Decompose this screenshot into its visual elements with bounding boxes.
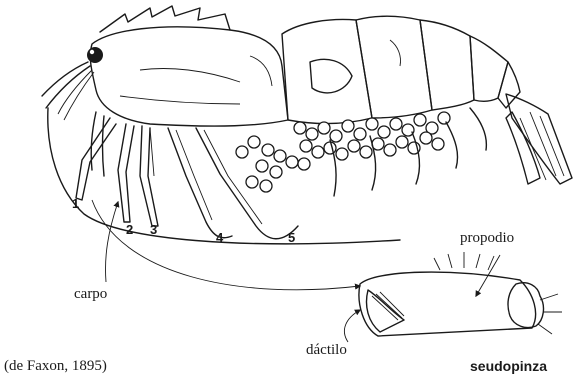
dactilo-arrow <box>344 310 360 342</box>
pseudochela-label: seudopinza <box>470 358 547 374</box>
tail-fan <box>506 94 572 184</box>
propodio-label: propodio <box>460 230 514 247</box>
credit-caption: (de Faxon, 1895) <box>4 358 107 375</box>
dactilo-label: dáctilo <box>306 342 347 359</box>
eye <box>87 47 103 63</box>
leg-number-3: 3 <box>150 222 157 237</box>
leg-4 <box>168 128 232 238</box>
carpo-label: carpo <box>74 286 107 303</box>
antennae <box>42 62 94 120</box>
carapace <box>90 27 288 126</box>
leg-3 <box>140 126 158 226</box>
leg-2 <box>118 124 134 222</box>
abdomen <box>282 16 520 123</box>
walking-legs <box>76 118 298 239</box>
leg-number-5: 5 <box>288 230 295 245</box>
leg-1 <box>76 118 116 200</box>
pseudochela-detail <box>359 252 562 336</box>
leg-number-2: 2 <box>126 222 133 237</box>
leg-to-pseudochela-arrow <box>92 200 360 290</box>
carpo-arrow <box>106 202 119 282</box>
leg-number-1: 1 <box>72 196 79 211</box>
leg-number-4: 4 <box>216 230 223 245</box>
